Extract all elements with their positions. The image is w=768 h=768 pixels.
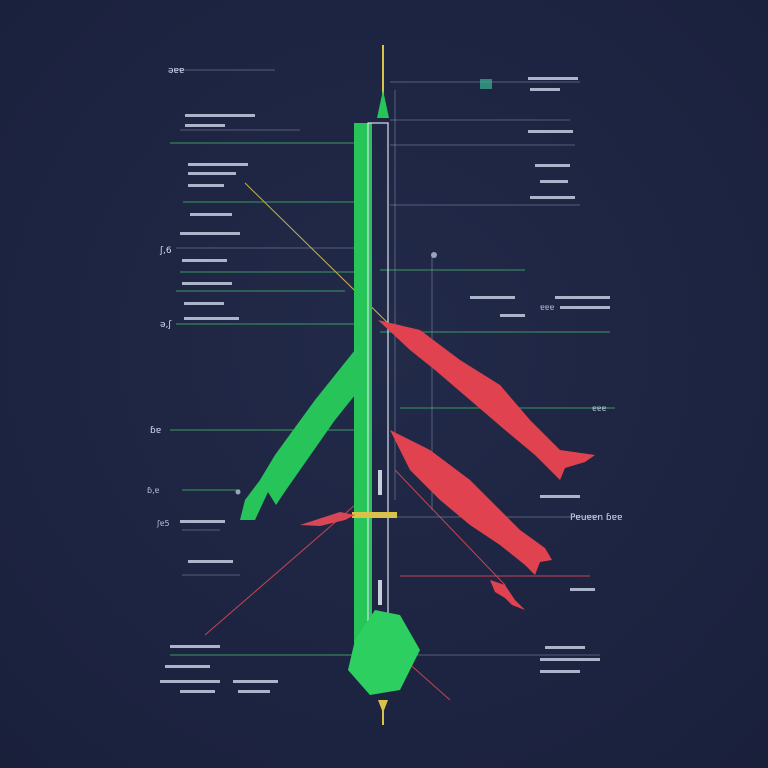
label-top-left: ǝɐɐ <box>168 66 184 76</box>
text-line <box>185 114 255 117</box>
text-line <box>530 196 575 199</box>
red-arm-lower <box>390 430 552 575</box>
diagonal-line <box>204 504 356 636</box>
text-line <box>560 306 610 309</box>
text-line <box>188 163 248 166</box>
rod-tip <box>377 90 389 118</box>
text-line <box>184 302 224 305</box>
label-right-2: ɐɐɐ <box>592 404 607 413</box>
text-line <box>233 680 278 683</box>
text-line <box>160 680 220 683</box>
text-line <box>188 560 233 563</box>
text-line <box>190 213 232 216</box>
main-rod <box>348 45 420 725</box>
text-line <box>180 232 240 235</box>
diagonal-line <box>404 659 451 701</box>
text-line <box>555 296 610 299</box>
text-line <box>545 646 585 649</box>
guide-lines <box>170 69 615 656</box>
rod-shaft <box>354 123 372 643</box>
text-line <box>470 296 515 299</box>
text-line <box>540 180 568 183</box>
rod-slot <box>378 580 382 605</box>
text-blocks-right <box>470 77 610 673</box>
text-line <box>540 670 580 673</box>
text-line <box>570 588 595 591</box>
text-line <box>238 690 270 693</box>
text-line <box>182 282 232 285</box>
text-line <box>528 130 573 133</box>
text-line <box>188 172 236 175</box>
rod-base <box>348 610 420 695</box>
diagonal-line <box>244 182 396 331</box>
text-blocks-left <box>160 114 278 693</box>
rod-slot <box>378 470 382 495</box>
accent-dot <box>235 489 241 495</box>
text-line <box>184 317 239 320</box>
label-left-3: ɓɐ <box>150 426 161 436</box>
label-left-2: ǝ,ʃ <box>160 320 172 330</box>
text-line <box>540 495 580 498</box>
red-arm-upper <box>378 320 595 480</box>
green-arm <box>240 350 355 520</box>
label-right-3: ɐɐɐ <box>540 303 555 312</box>
text-line <box>528 77 578 80</box>
label-right-1: Pɐuɐɐn ɓɐɐ <box>570 513 622 523</box>
text-line <box>170 645 220 648</box>
label-left-1: ʃ,6 <box>159 246 172 256</box>
text-line <box>540 658 600 661</box>
text-line <box>185 124 225 127</box>
label-left-5: ʃɐ5 <box>156 519 170 528</box>
red-strip <box>300 512 355 526</box>
accent-mark <box>480 79 492 89</box>
text-line <box>535 164 570 167</box>
text-line <box>530 88 560 91</box>
text-line <box>182 259 227 262</box>
red-fragment <box>490 580 525 610</box>
rod-band <box>352 512 397 518</box>
diagonal-line <box>394 469 506 586</box>
text-line <box>188 184 224 187</box>
text-line <box>180 690 215 693</box>
accent-dot <box>431 252 437 258</box>
text-line <box>500 314 525 317</box>
text-line <box>180 520 225 523</box>
text-line <box>165 665 210 668</box>
label-left-4: ɓ,ɐ <box>147 486 160 495</box>
